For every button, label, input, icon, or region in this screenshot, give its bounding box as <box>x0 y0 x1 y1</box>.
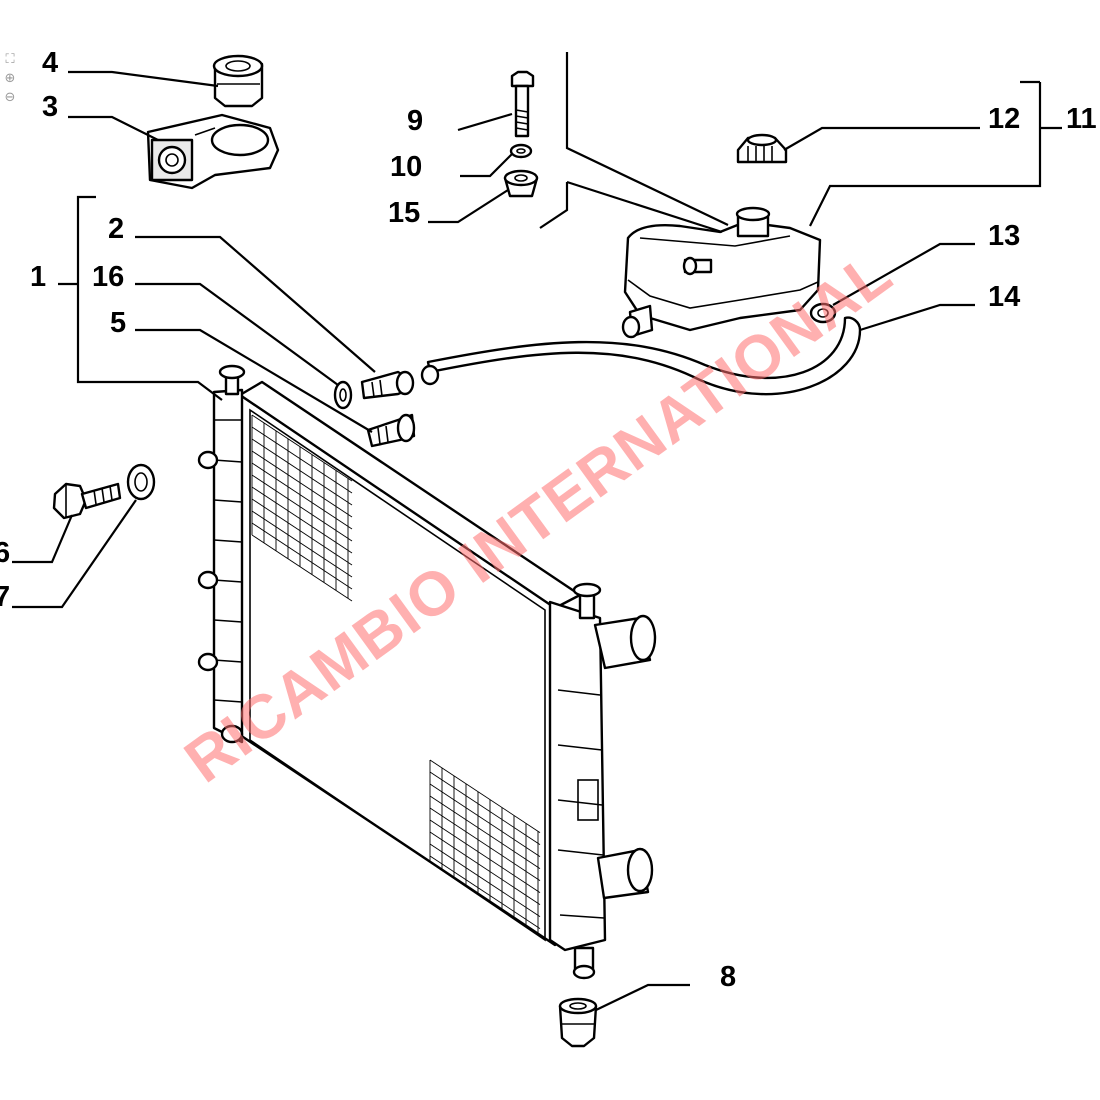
viewer-toolbar: ⛶ ⊕ ⊖ <box>2 52 20 109</box>
callout-2: 2 <box>108 213 124 245</box>
leader-lines <box>12 52 1062 1011</box>
radiator-bolt <box>52 482 122 520</box>
callout-1: 1 <box>30 261 46 293</box>
tank-grommet <box>809 302 837 324</box>
callout-4: 4 <box>42 47 58 79</box>
callout-5: 5 <box>110 307 126 339</box>
callout-8: 8 <box>720 961 736 993</box>
radiator-mesh-top <box>251 414 541 940</box>
tank-mount-grommet <box>503 169 539 198</box>
callout-3: 3 <box>42 91 58 123</box>
callout-14: 14 <box>988 281 1020 313</box>
callout-16: 16 <box>92 261 124 293</box>
zoom-in-icon[interactable]: ⊕ <box>4 71 16 86</box>
mounting-bush <box>212 54 264 108</box>
temperature-sensor <box>366 413 416 448</box>
sealing-washer <box>333 380 353 410</box>
zoom-out-icon[interactable]: ⊖ <box>4 90 16 105</box>
filler-cap <box>736 133 788 164</box>
mounting-bracket <box>146 113 280 190</box>
expansion-tank <box>621 206 822 339</box>
bleed-hose <box>420 316 862 396</box>
callout-15: 15 <box>388 197 420 229</box>
callout-11: 11 <box>1066 103 1097 135</box>
radiator <box>197 364 657 980</box>
tank-washer <box>509 143 533 159</box>
callout-10: 10 <box>390 151 422 183</box>
callout-9: 9 <box>407 105 423 137</box>
lower-mount-bush <box>558 997 598 1048</box>
fit-screen-icon[interactable]: ⛶ <box>5 52 15 67</box>
bolt-washer <box>126 463 156 501</box>
callout-13: 13 <box>988 220 1020 252</box>
radiator-mount-stud <box>197 450 219 470</box>
callout-12: 12 <box>988 103 1020 135</box>
tank-bolt <box>510 70 535 138</box>
callout-7: 7 <box>0 581 10 613</box>
radiator-left-tank <box>212 388 244 744</box>
callout-labels: 4 3 1 2 16 5 6 7 9 10 15 12 11 13 14 8 <box>0 47 1097 993</box>
bleed-screw <box>360 370 415 400</box>
callout-6: 6 <box>0 537 10 569</box>
radiator-right-tank <box>548 600 607 952</box>
